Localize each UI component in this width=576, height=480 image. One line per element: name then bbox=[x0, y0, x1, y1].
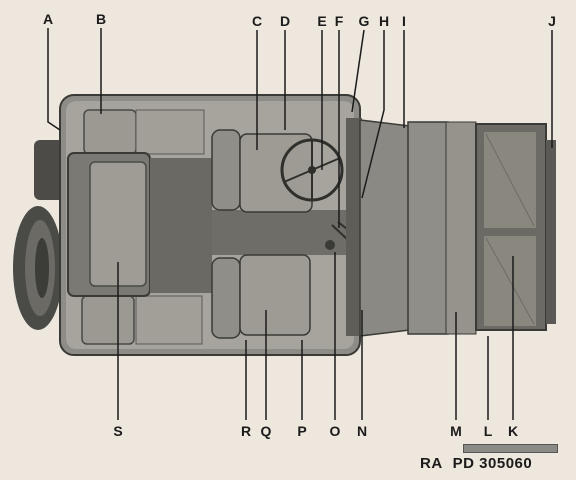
callout-label-s: S bbox=[113, 423, 123, 439]
callout-label-o: O bbox=[329, 423, 341, 439]
callout-label-n: N bbox=[356, 423, 368, 439]
callout-label-j: J bbox=[548, 13, 556, 29]
vehicle-body bbox=[59, 94, 362, 356]
reference-number: PD 305060 bbox=[452, 455, 533, 472]
callout-label-l: L bbox=[483, 423, 493, 439]
callout-label-p: P bbox=[297, 423, 307, 439]
callout-label-b: B bbox=[95, 11, 107, 27]
front-bumper bbox=[546, 140, 556, 324]
callout-label-g: G bbox=[358, 13, 370, 29]
driver-seat bbox=[211, 129, 313, 213]
hood bbox=[359, 119, 477, 337]
windshield-frame bbox=[346, 118, 362, 336]
spare-tire bbox=[13, 206, 63, 330]
callout-label-d: D bbox=[279, 13, 291, 29]
callout-label-i: I bbox=[402, 13, 406, 29]
callout-label-q: Q bbox=[260, 423, 272, 439]
rear-hitch bbox=[34, 140, 64, 200]
callout-label-m: M bbox=[450, 423, 462, 439]
callout-label-h: H bbox=[378, 13, 390, 29]
rear-bottom-box bbox=[81, 295, 135, 345]
reference-prefix: RA bbox=[420, 455, 443, 472]
callout-label-a: A bbox=[42, 11, 54, 27]
leader-lines bbox=[47, 28, 553, 420]
callout-label-k: K bbox=[507, 423, 519, 439]
windshield-glass bbox=[475, 123, 547, 331]
callout-label-c: C bbox=[251, 13, 263, 29]
floor bbox=[150, 158, 212, 293]
steering-wheel bbox=[280, 138, 344, 202]
rear-top-box bbox=[83, 109, 137, 155]
scale-bar bbox=[463, 444, 558, 453]
callout-label-e: E bbox=[317, 13, 327, 29]
reference-code: RA PD 305060 bbox=[420, 455, 542, 472]
callout-label-f: F bbox=[334, 13, 344, 29]
passenger-seat bbox=[211, 254, 311, 339]
callout-label-r: R bbox=[240, 423, 252, 439]
